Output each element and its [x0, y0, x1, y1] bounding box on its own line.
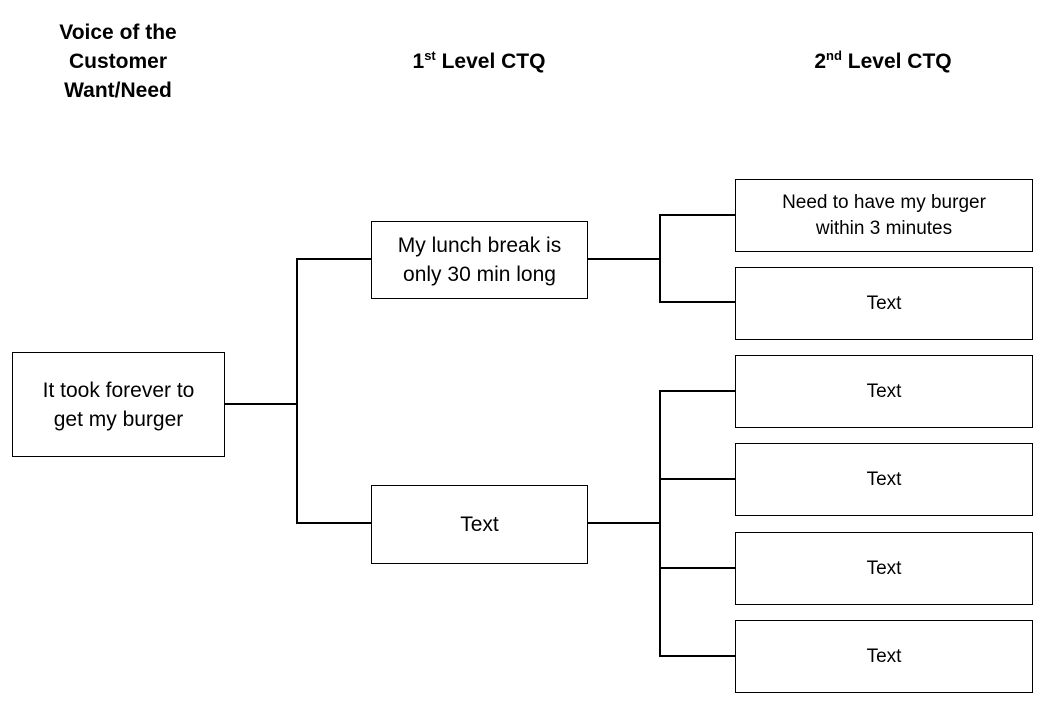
box-text-line: Text	[866, 557, 902, 579]
first-level-ctq-text: Text	[460, 510, 499, 539]
header-first-level-ordinal: st	[424, 48, 436, 63]
second-level-ctq-box: Text	[735, 355, 1033, 428]
voice-of-customer-box: It took forever to get my burger	[12, 352, 225, 457]
header-first-level-label: Level CTQ	[435, 50, 546, 73]
box-text-line: Text	[866, 645, 902, 667]
box-text-line: My lunch break is	[397, 234, 562, 257]
second-level-ctq-text: Need to have my burger within 3 minutes	[782, 190, 986, 242]
box-text-line: within 3 minutes	[815, 217, 953, 239]
header-voc-line: Voice of the	[59, 21, 177, 44]
header-second-level-ordinal: nd	[826, 48, 842, 63]
second-level-ctq-text: Text	[867, 291, 902, 317]
second-level-ctq-box: Text	[735, 267, 1033, 340]
header-voc-line: Want/Need	[64, 79, 172, 102]
header-second-level-label: Level CTQ	[841, 50, 952, 73]
header-first-level-number: 1	[412, 50, 425, 73]
box-text-line: only 30 min long	[403, 263, 556, 286]
box-text-line: Need to have my burger	[782, 191, 986, 213]
box-text-line: Text	[866, 292, 902, 314]
box-text-line: Text	[866, 468, 902, 490]
second-level-ctq-text: Text	[867, 644, 902, 670]
voice-of-customer-text: It took forever to get my burger	[43, 376, 195, 434]
first-level-ctq-box: My lunch break is only 30 min long	[371, 221, 588, 299]
second-level-ctq-box: Text	[735, 443, 1033, 516]
second-level-ctq-box: Need to have my burger within 3 minutes	[735, 179, 1033, 252]
header-second-level-number: 2	[814, 50, 827, 73]
box-text-line: It took forever to	[42, 378, 195, 402]
header-first-level-ctq: 1st Level CTQ	[358, 47, 600, 76]
box-text-line: Text	[460, 513, 499, 536]
first-level-ctq-box: Text	[371, 485, 588, 564]
second-level-ctq-text: Text	[867, 556, 902, 582]
second-level-ctq-box: Text	[735, 532, 1033, 605]
box-text-line: Text	[866, 380, 902, 402]
second-level-ctq-text: Text	[867, 379, 902, 405]
second-level-ctq-text: Text	[867, 467, 902, 493]
header-voc-line: Customer	[68, 50, 168, 73]
header-second-level-ctq: 2nd Level CTQ	[752, 47, 1014, 76]
header-voice-of-customer: Voice of the Customer Want/Need	[28, 18, 208, 105]
box-text-line: get my burger	[53, 407, 184, 431]
first-level-ctq-text: My lunch break is only 30 min long	[398, 231, 561, 289]
second-level-ctq-box: Text	[735, 620, 1033, 693]
